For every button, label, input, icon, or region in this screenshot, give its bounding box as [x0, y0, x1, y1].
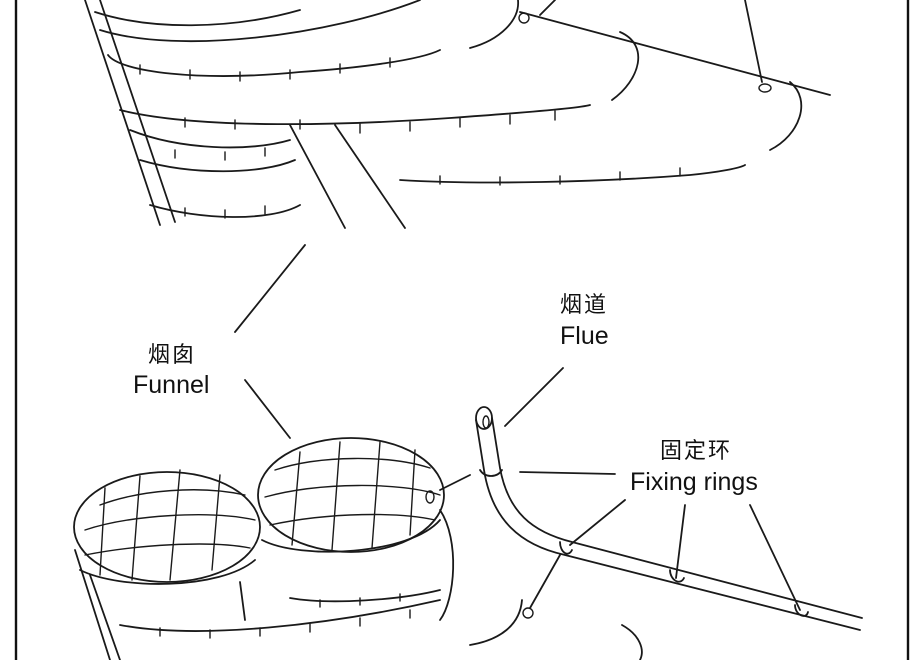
- funnel-pointer-line-top: [234, 244, 306, 333]
- top-deck-rail: [519, 11, 831, 96]
- flue-pointer-line: [504, 367, 564, 427]
- fixing-rings-label: 固定环 Fixing rings: [630, 439, 758, 496]
- fixing-rings-label-cn: 固定环: [660, 439, 732, 464]
- top-funnel-side-line-2: [99, 0, 176, 223]
- top-deck-curve: [769, 81, 803, 151]
- top-ticks: [139, 57, 391, 82]
- bottom-deck-edge: [119, 599, 441, 632]
- funnel-label-cn: 烟囱: [148, 343, 196, 368]
- flue-label-cn: 烟道: [560, 293, 608, 318]
- bottom-funnel-assembly: [73, 406, 863, 661]
- top-deck-edge: [469, 0, 519, 49]
- top-ring-hole: [518, 12, 530, 24]
- bottom-ticks: [159, 609, 411, 639]
- top-ticks: [174, 147, 266, 161]
- left-funnel-rim: [79, 559, 256, 585]
- flue-pipe-opening: [475, 406, 493, 430]
- top-ticks: [184, 110, 556, 134]
- top-deck-edge: [149, 204, 301, 218]
- bottom-ticks: [319, 593, 401, 608]
- flue-label-en: Flue: [560, 322, 609, 350]
- top-ticks: [184, 205, 266, 219]
- right-funnel-cap: [257, 437, 445, 553]
- bottom-funnel-side-line-2: [89, 574, 121, 661]
- funnel-label: 烟囱 Funnel: [133, 343, 209, 399]
- bottom-funnel-back-edge: [439, 509, 455, 621]
- top-deck-edge: [129, 129, 291, 149]
- top-support-strut: [334, 124, 406, 229]
- top-deck-edge: [399, 164, 746, 184]
- bottom-funnel-side-line: [74, 549, 111, 661]
- funnel-port-hole: [425, 490, 435, 504]
- top-deck-edge: [119, 104, 591, 126]
- fixing-ring-3: [669, 569, 685, 583]
- top-deck-edge: [99, 0, 421, 43]
- top-support-strut: [289, 124, 346, 229]
- right-funnel-rim: [261, 519, 441, 553]
- flue-pipe-edge-lower: [491, 417, 863, 619]
- top-deck-edge: [94, 9, 301, 27]
- top-funnel-assembly: [84, 0, 831, 229]
- funnel-port-pointer: [439, 474, 471, 491]
- left-funnel-cap: [73, 471, 261, 583]
- fixing-ring-4: [794, 604, 809, 617]
- fixing-ring-1: [479, 469, 503, 477]
- left-grille: [84, 469, 256, 581]
- funnel-label-en: Funnel: [133, 371, 209, 399]
- top-pointer-line: [539, 0, 556, 16]
- top-ticks: [439, 167, 681, 186]
- bottom-deck-edge: [289, 589, 441, 603]
- top-pointer-line: [744, 0, 763, 83]
- top-deck-curve: [611, 31, 640, 101]
- bottom-pointer-line: [529, 554, 561, 609]
- bottom-deck-curve: [621, 624, 643, 661]
- bottom-ring-hole: [522, 607, 534, 619]
- right-grille: [264, 441, 441, 551]
- flue-pipe-bore: [482, 415, 490, 429]
- fixing-rings-label-en: Fixing rings: [630, 468, 758, 496]
- top-funnel-side-line: [84, 0, 161, 226]
- bottom-deck-edge: [469, 599, 523, 646]
- top-deck-edge: [139, 159, 296, 173]
- flue-pipe-edge-upper: [475, 419, 861, 631]
- flue-label: 烟道 Flue: [560, 293, 609, 350]
- funnel-pointer-line-bottom: [244, 379, 291, 439]
- fixing-ring-2: [559, 541, 573, 555]
- top-ring-hole: [758, 83, 772, 93]
- bottom-body-line: [239, 581, 246, 621]
- fixing-rings-pointer-lines: [519, 471, 801, 611]
